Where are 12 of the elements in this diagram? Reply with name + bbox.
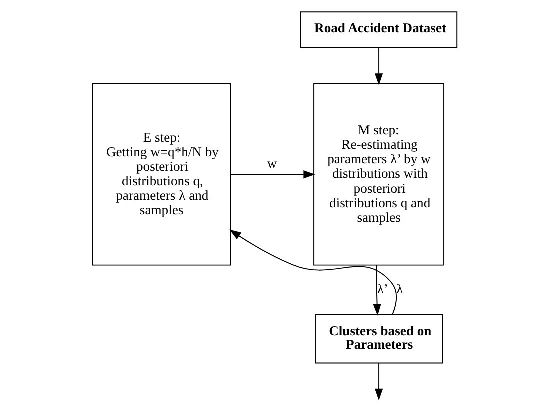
arrow: [374, 48, 383, 86]
node-box: Road Accident Dataset: [300, 12, 458, 48]
edge-label: λ’: [376, 282, 388, 297]
node-box: M step: Re-estimating parameters λ’ by w distributions with posteriori distributions q and samples: [313, 83, 444, 266]
edge-label: λ: [396, 282, 403, 297]
edge-label: w: [266, 156, 277, 172]
node-box: Clusters based on Parameters: [314, 314, 443, 364]
arrow: [374, 362, 383, 401]
node-box: E step: Getting w=q*h/N by posteriori distributions q, parameters λ and samples: [92, 83, 231, 266]
arrow: [372, 264, 381, 316]
arrow: [230, 170, 315, 179]
arrow: [229, 230, 397, 316]
